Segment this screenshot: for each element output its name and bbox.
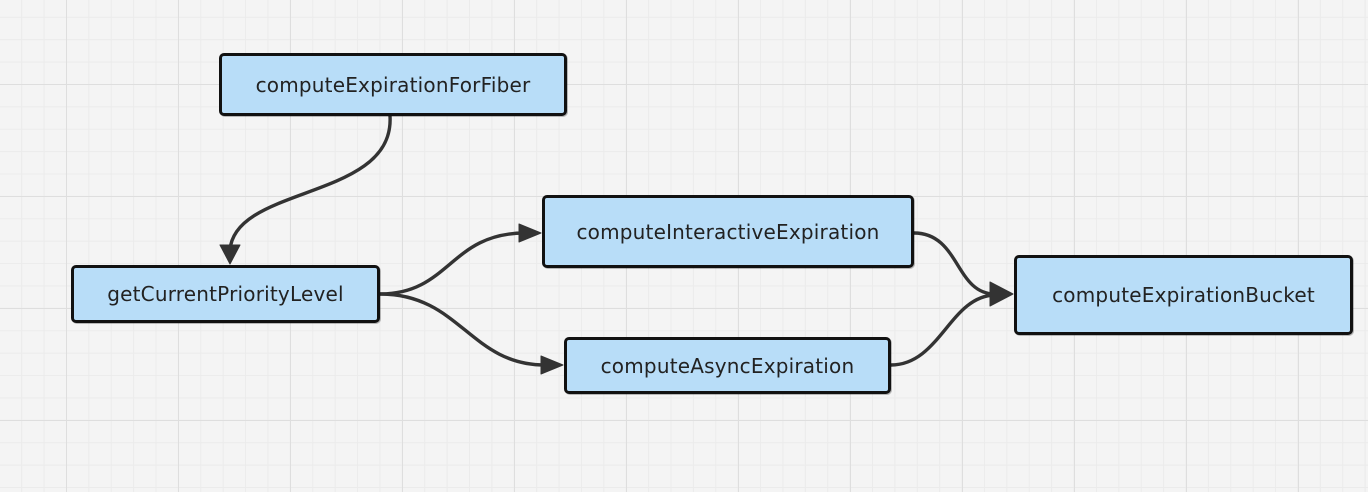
node-label: computeExpirationBucket: [1052, 283, 1315, 307]
edge-priority-to-async: [378, 292, 547, 367]
node-compute-interactive-expiration[interactable]: computeInteractiveExpiration: [542, 195, 914, 268]
node-compute-expiration-bucket[interactable]: computeExpirationBucket: [1014, 255, 1353, 335]
node-compute-async-expiration[interactable]: computeAsyncExpiration: [564, 337, 891, 394]
edge-priority-to-interactive: [378, 231, 527, 296]
arrowhead-bucket: [989, 281, 1014, 307]
edge-async-to-bucket: [889, 293, 997, 367]
arrowhead-priority: [219, 244, 241, 265]
node-get-current-priority-level[interactable]: getCurrentPriorityLevel: [71, 265, 380, 323]
edge-interactive-to-bucket: [912, 231, 997, 296]
node-label: computeExpirationForFiber: [255, 72, 531, 97]
node-label: getCurrentPriorityLevel: [107, 282, 344, 306]
arrowhead-async: [540, 355, 564, 375]
node-compute-expiration-for-fiber[interactable]: computeExpirationForFiber: [219, 53, 567, 116]
node-label: computeInteractiveExpiration: [576, 219, 880, 244]
arrowhead-interactive: [518, 223, 542, 243]
node-label: computeAsyncExpiration: [600, 353, 855, 378]
edge-fiber-to-priority: [228, 114, 392, 252]
